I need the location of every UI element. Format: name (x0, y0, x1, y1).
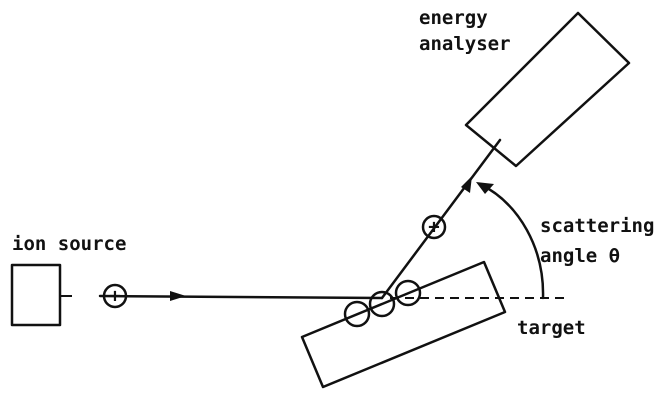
energy-analyser-label-line1: energy (419, 7, 488, 29)
scattered-ion: + (421, 214, 447, 240)
energy-analyser-box (464, 11, 631, 168)
incident-ion: + (102, 283, 128, 309)
target-atom-right (394, 279, 422, 307)
ion-source-box (10, 263, 62, 327)
incident-beam-arrowhead (170, 291, 186, 301)
incident-beam (98, 294, 384, 300)
target-atom-left (343, 300, 371, 328)
scattering-angle-label-line2: angle θ (540, 245, 620, 267)
scattered-beam-arrowhead (461, 176, 472, 193)
scattering-angle-arc (478, 182, 545, 300)
scattering-angle-arrowhead (476, 182, 494, 194)
scattering-angle-label-line1: scattering (540, 215, 654, 237)
target-atom-middle (368, 290, 396, 318)
target-plate (300, 260, 507, 389)
scattered-ion-symbol: + (428, 216, 439, 238)
energy-analyser-label-line2: analyser (419, 33, 511, 55)
ion-source-label: ion source (12, 233, 126, 255)
incident-ion-symbol: + (109, 285, 120, 307)
target-label: target (517, 317, 586, 339)
